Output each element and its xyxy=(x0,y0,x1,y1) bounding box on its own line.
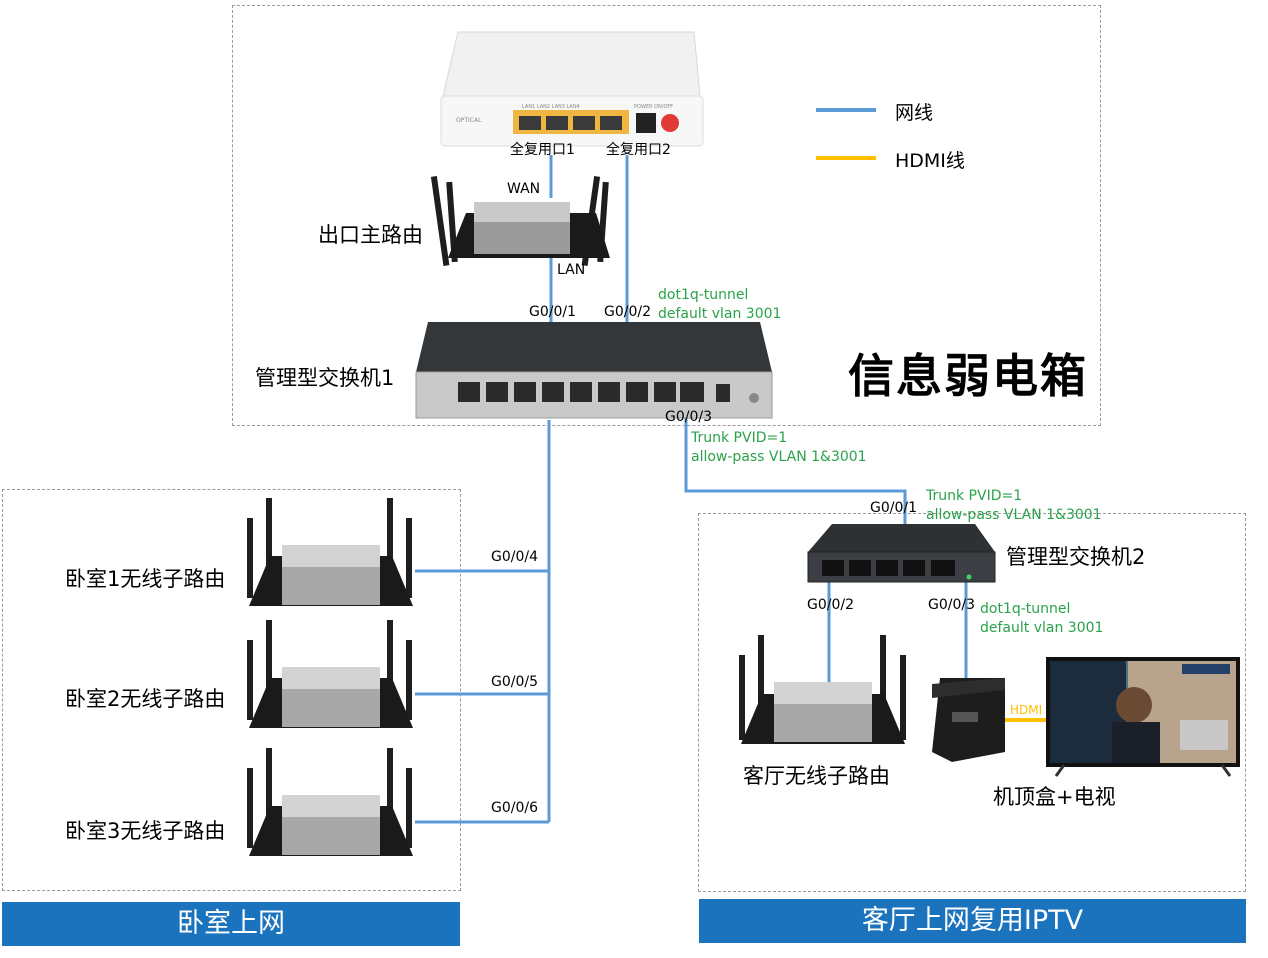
living-router-icon xyxy=(739,635,906,744)
main-router-label: 出口主路由 xyxy=(318,223,423,247)
switch2-g003-config-line1: dot1q-tunnel xyxy=(980,601,1071,617)
switch1-port-g006: G0/0/6 xyxy=(491,800,539,816)
living-router-label: 客厅无线子路由 xyxy=(743,764,890,788)
switch2-port-g002: G0/0/2 xyxy=(807,597,855,613)
onu-port2-label: 全复用口2 xyxy=(606,142,671,158)
svg-text:POWER ON/OFF: POWER ON/OFF xyxy=(634,104,673,110)
bedroom-router-1-label: 卧室1无线子路由 xyxy=(65,567,226,591)
router-lan-label: LAN xyxy=(557,262,586,278)
switch2-port-g003: G0/0/3 xyxy=(928,597,976,613)
switch1-port-g005: G0/0/5 xyxy=(491,674,539,690)
switch1-g003-to-switch2-cable xyxy=(684,408,907,526)
bedroom-router-3-label: 卧室3无线子路由 xyxy=(65,819,226,843)
stb-tv-label: 机顶盒+电视 xyxy=(993,785,1116,809)
switch1-port-g001: G0/0/1 xyxy=(529,304,577,320)
svg-text:LAN1 LAN2 LAN3 LAN4: LAN1 LAN2 LAN3 LAN4 xyxy=(522,104,580,110)
weak-current-box-title: 信息弱电箱 xyxy=(848,349,1088,403)
bedroom-router-3-icon xyxy=(247,748,413,856)
switch2-port-g001: G0/0/1 xyxy=(870,500,918,516)
living-room-region xyxy=(698,513,1246,892)
svg-text:OPTICAL: OPTICAL xyxy=(456,117,482,124)
bedroom-banner: 卧室上网 xyxy=(2,902,460,946)
weak-current-box-region xyxy=(232,5,1101,426)
switch1-port-g003: G0/0/3 xyxy=(665,409,713,425)
onu-port1-label: 全复用口1 xyxy=(510,142,575,158)
living-room-banner: 客厅上网复用IPTV xyxy=(699,899,1246,943)
legend-hdmi-label: HDMI线 xyxy=(895,150,965,172)
switch1-g003-config-line2: allow-pass VLAN 1&3001 xyxy=(691,449,867,465)
switch1-port-g002: G0/0/2 xyxy=(604,304,652,320)
switch1-device-icon xyxy=(415,322,773,419)
hdmi-cable-label: HDMI xyxy=(1010,703,1043,717)
switch1-g002-config-line1: dot1q-tunnel xyxy=(658,287,749,303)
switch1-g003-config-line1: Trunk PVID=1 xyxy=(691,430,788,446)
switch1-port-g004: G0/0/4 xyxy=(491,549,539,565)
router-wan-label: WAN xyxy=(507,181,541,197)
switch2-g001-config-line2: allow-pass VLAN 1&3001 xyxy=(926,507,1102,523)
bedroom-router-2-label: 卧室2无线子路由 xyxy=(65,687,226,711)
bedroom-region xyxy=(2,489,461,891)
bedroom-router-1-icon xyxy=(247,498,413,606)
set-top-box-icon xyxy=(932,678,1005,762)
switch1-g002-config-line2: default vlan 3001 xyxy=(658,306,782,322)
switch2-device-icon xyxy=(807,524,996,583)
onu-modem-icon: OPTICAL LAN1 LAN2 LAN3 LAN4 POWER ON/OFF xyxy=(440,31,704,147)
switch2-g001-config-line1: Trunk PVID=1 xyxy=(926,488,1023,504)
switch1-label: 管理型交换机1 xyxy=(255,366,395,390)
tv-icon xyxy=(1046,657,1240,777)
main-router-icon xyxy=(430,176,610,266)
switch2-g003-config-line2: default vlan 3001 xyxy=(980,620,1104,636)
legend-network-label: 网线 xyxy=(895,102,934,124)
bedroom-router-2-icon xyxy=(247,620,413,728)
switch2-label: 管理型交换机2 xyxy=(1006,545,1146,569)
